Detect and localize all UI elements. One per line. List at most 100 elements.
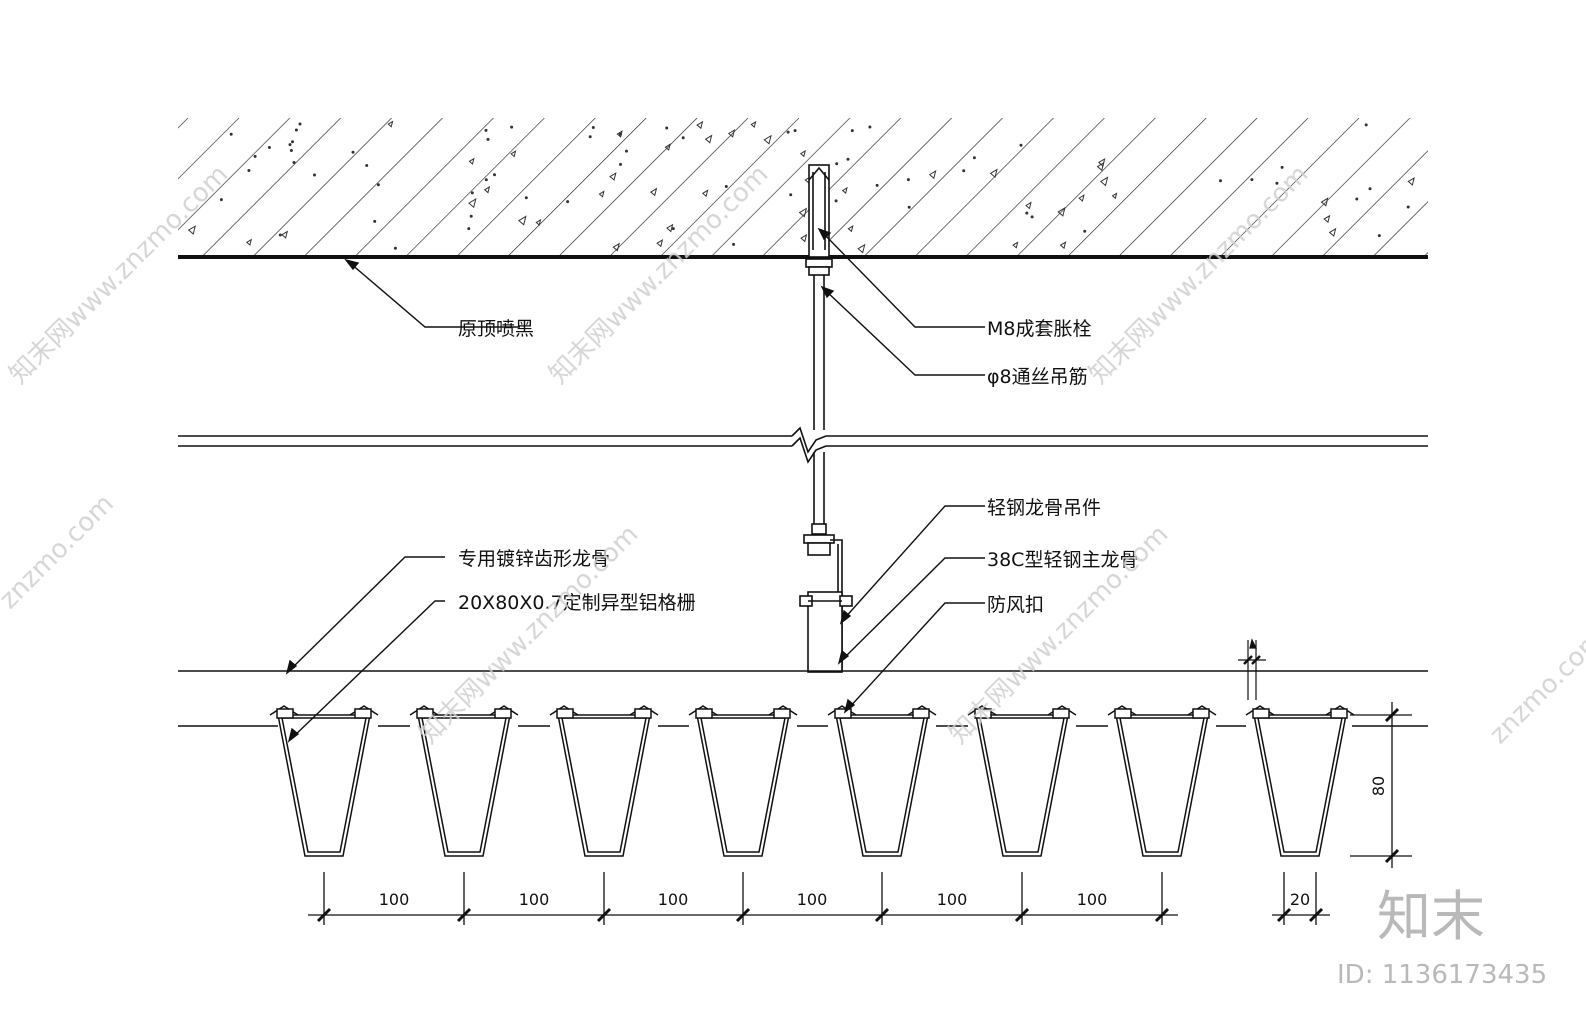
aggregate-stone (535, 218, 542, 226)
grille-inner-line (421, 717, 507, 853)
aggregate-stone (989, 168, 998, 179)
aggregate-dot (1019, 143, 1023, 147)
aggregate-stone (281, 230, 289, 239)
grille-inner-line (1119, 717, 1205, 853)
aggregate-stone (727, 129, 736, 138)
watermark-text: znzmo.com (1484, 624, 1586, 750)
aggregate-stone (656, 239, 664, 248)
wind-clip (1114, 708, 1132, 719)
grille-profile (417, 714, 511, 857)
aggregate-stone (857, 243, 866, 254)
grille-profile (835, 714, 929, 857)
aggregate-dot (835, 162, 839, 166)
wind-clip (494, 708, 512, 719)
aggregate-stone (468, 157, 475, 165)
aggregate-dot (875, 183, 879, 187)
label-anchor-bolt: M8成套胀栓 (987, 318, 1091, 340)
aggregate-dot (524, 196, 528, 200)
grille-profile (1115, 714, 1209, 857)
wind-clip (354, 708, 372, 719)
aggregate-stone (841, 186, 848, 195)
logo-id: ID: 1136173435 (1337, 960, 1547, 990)
aggregate-stone (598, 190, 605, 198)
aggregate-stone (1407, 176, 1415, 186)
aggregate-dot (470, 191, 474, 195)
aggregate-dot (288, 143, 292, 147)
aggregate-dot (724, 185, 728, 188)
aggregate-stone (1111, 192, 1118, 200)
label-main-channel: 38C型轻钢主龙骨 (987, 549, 1138, 571)
aggregate-dot (566, 200, 570, 204)
annotation-labels: 原顶喷黑 M8成套胀栓 φ8通丝吊筋 轻钢龙骨吊件 38C型轻钢主龙骨 防风扣 … (458, 318, 1138, 616)
wind-clip (1052, 708, 1070, 719)
aggregate-stone (1097, 157, 1106, 167)
aggregate-dot (1355, 197, 1359, 201)
wind-clip (1330, 708, 1348, 719)
aggregate-dot (291, 140, 294, 144)
dim-spacing-2: 100 (519, 890, 550, 909)
aggregate-dot (247, 169, 251, 172)
aggregate-dot (1406, 205, 1410, 209)
aggregate-stone (387, 120, 394, 128)
aggregate-dot (1377, 234, 1381, 238)
aggregate-dot (351, 150, 355, 154)
aggregate-stone (609, 172, 617, 181)
aggregate-stone (666, 223, 674, 233)
grille-profile (557, 714, 651, 857)
aggregate-dot (868, 125, 872, 129)
dimension-grille-height: 80 (1350, 702, 1412, 868)
grille-profile (696, 714, 790, 857)
label-wind-clip: 防风扣 (987, 594, 1044, 616)
aggregate-dot (834, 199, 838, 203)
label-ceiling-black: 原顶喷黑 (458, 318, 534, 340)
aggregate-dot (486, 137, 490, 141)
aggregate-dot (484, 128, 488, 132)
aggregate-stone (518, 215, 527, 226)
aggregate-dot (1250, 178, 1254, 182)
dim-grille-width: 20 (1290, 890, 1310, 909)
aggregate-stone (1320, 197, 1329, 207)
watermark-text: znzmo.com (0, 489, 120, 615)
aggregate-stone (649, 187, 658, 197)
hanger-rod (813, 275, 825, 525)
aggregate-dot (789, 193, 793, 197)
hanger-fitting (799, 523, 853, 673)
aggregate-dot (365, 164, 369, 167)
aggregate-dot (1364, 123, 1368, 127)
aggregate-dot (229, 132, 233, 136)
aggregate-dot (1219, 179, 1222, 183)
wind-clip (276, 708, 294, 719)
aggregate-dot (732, 242, 736, 246)
aggregate-dot (591, 126, 595, 129)
label-hanger-rod: φ8通丝吊筋 (987, 366, 1088, 388)
aggregate-dot (1083, 229, 1087, 233)
aggregate-stone (1328, 227, 1337, 237)
aggregate-stone (1078, 194, 1085, 202)
aggregate-dot (962, 169, 966, 173)
aggregate-dot (665, 126, 669, 130)
aggregate-dot (625, 149, 628, 153)
aggregate-dot (376, 183, 380, 187)
label-aluminum-grille: 20X80X0.7定制异型铝格栅 (458, 592, 696, 614)
aggregate-dot (484, 178, 488, 182)
aggregate-dot (292, 161, 296, 164)
aggregate-dot (846, 157, 850, 161)
aggregate-dot (850, 129, 854, 133)
logo-text: 知末 (1377, 885, 1485, 948)
aggregate-stone (701, 189, 709, 198)
aggregate-dot (619, 162, 622, 166)
grille-inner-line (281, 717, 367, 853)
grille-profile (277, 714, 371, 857)
wind-clip (773, 708, 791, 719)
anchor-bolt (805, 164, 833, 276)
aggregate-dot (1030, 215, 1034, 219)
aluminum-grilles (269, 705, 1355, 857)
dimension-clip-thickness (1238, 638, 1266, 700)
aggregate-dot (493, 173, 496, 177)
aggregate-stone (763, 134, 772, 145)
grille-inner-line (979, 717, 1065, 853)
aggregate-stone (1025, 201, 1032, 210)
aggregate-dot (278, 233, 282, 237)
dimension-spacing (308, 872, 1178, 925)
aggregate-stone (1012, 241, 1019, 249)
